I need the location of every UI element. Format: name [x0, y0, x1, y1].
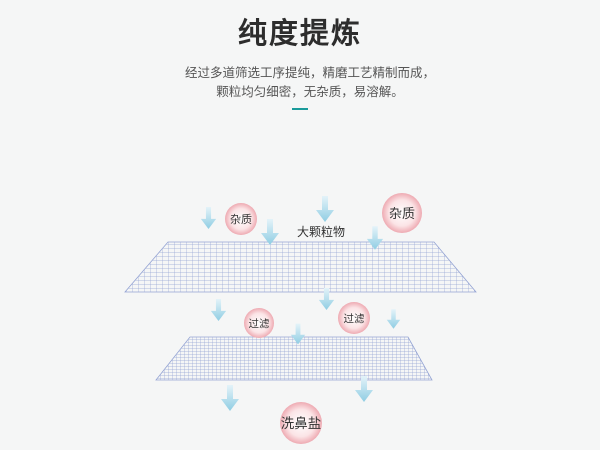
product-label: 洗鼻盐	[281, 415, 322, 432]
title-divider	[292, 108, 308, 110]
down-arrow-icon	[316, 196, 334, 222]
filter-bubble-right: 过滤	[338, 302, 370, 334]
impurity-bubble-large: 杂质	[382, 193, 422, 233]
product-bubble: 洗鼻盐	[280, 402, 322, 444]
impurity-large-label: 杂质	[389, 207, 415, 222]
filter-left-label: 过滤	[249, 317, 270, 330]
coarse-filter-mesh	[124, 241, 477, 293]
description-line-1: 经过多道筛选工序提纯，精磨工艺精制而成，	[184, 65, 435, 80]
filter-right-label: 过滤	[344, 312, 365, 325]
down-arrow-icon	[210, 298, 227, 322]
description-line-2: 颗粒均匀细密，无杂质，易溶解。	[216, 84, 404, 99]
down-arrow-icon	[200, 206, 217, 230]
impurity-bubble-small: 杂质	[225, 203, 257, 235]
down-arrow-icon	[221, 385, 239, 411]
impurity-small-label: 杂质	[230, 213, 252, 226]
down-arrow-icon	[261, 219, 279, 245]
fine-filter-mesh	[155, 336, 433, 381]
down-arrow-icon	[386, 309, 401, 329]
filter-bubble-left: 过滤	[244, 308, 274, 338]
page-title: 纯度提炼	[237, 16, 362, 50]
large-particles-label: 大颗粒物	[297, 224, 345, 239]
